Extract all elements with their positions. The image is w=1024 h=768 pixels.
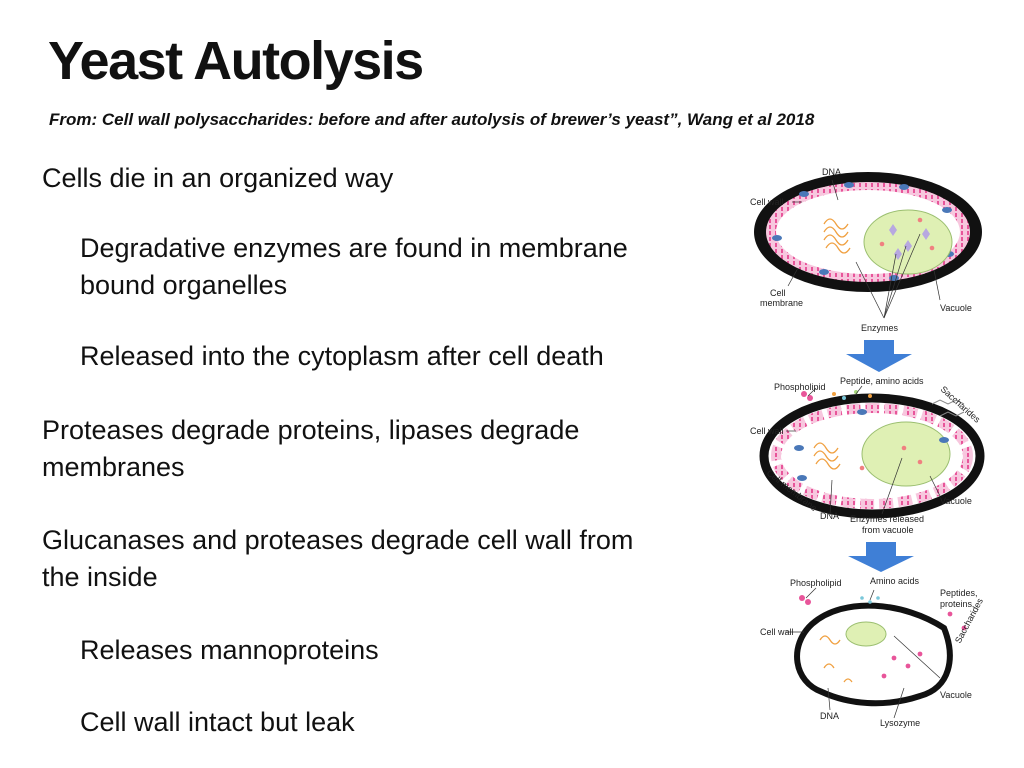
label-leaders-3 <box>786 587 941 719</box>
cell-wall-ghost <box>794 602 953 707</box>
label-membrane: membrane <box>760 298 803 308</box>
autolysing-cell-panel: Phospholipid Peptide, amino acids Saccha… <box>750 376 985 535</box>
label-peptide: Peptide, amino acids <box>840 376 924 386</box>
label-peptides: Peptides, <box>940 588 978 598</box>
label-vacuole-3: Vacuole <box>940 690 972 700</box>
label-proteins: proteins <box>940 599 973 609</box>
enzyme-stars <box>879 217 935 251</box>
bullet-1: Cells die in an organized way <box>42 160 393 197</box>
down-arrow-1 <box>846 340 912 372</box>
label-dna: DNA <box>822 167 841 177</box>
autolysed-cell-panel: Phospholipid Amino acids Peptides, prote… <box>760 576 985 728</box>
dna-coil-2 <box>813 442 841 470</box>
label-dna-2: DNA <box>820 511 839 521</box>
label-from-vacuole: from vacuole <box>862 525 914 535</box>
bullet-line: Degradative enzymes are found in membran… <box>80 233 628 263</box>
dna-coil <box>823 218 851 254</box>
vacuole-2 <box>861 421 951 487</box>
bullet-line: Released into the cytoplasm after cell d… <box>80 341 604 371</box>
label-lysozyme: Lysozyme <box>880 718 920 728</box>
membrane-proteins-2 <box>794 409 949 481</box>
label-vacuole: Vacuole <box>940 303 972 313</box>
label-cell-wall-3: Cell wall <box>760 627 794 637</box>
autolysis-diagram: DNA Cell wall Cell membrane Vacuole Enzy… <box>750 167 985 728</box>
label-enzymes-released: Enzymes released <box>850 514 924 524</box>
bullet-5: Glucanases and proteases degrade cell wa… <box>42 522 633 596</box>
bullet-7: Cell wall intact but leak <box>80 704 355 741</box>
label-phospholipid: Phospholipid <box>774 382 826 392</box>
bullet-line: Glucanases and proteases degrade cell wa… <box>42 525 634 555</box>
slide-subtitle: From: Cell wall polysaccharides: before … <box>49 110 815 129</box>
bullet-line: Proteases degrade proteins, lipases degr… <box>42 415 580 445</box>
enzyme-glyphs <box>889 224 930 260</box>
label-amino-acids: Amino acids <box>870 576 920 586</box>
label-cell-wall: Cell wall <box>750 197 784 207</box>
vacuole-3 <box>845 621 887 647</box>
bullet-4: Proteases degrade proteins, lipases degr… <box>42 412 579 486</box>
label-vacuole-2: Vacuole <box>940 496 972 506</box>
down-arrow-2 <box>848 542 914 572</box>
amino-acid-dots <box>860 596 880 604</box>
bullet-6: Releases mannoproteins <box>80 632 379 669</box>
label-cell: Cell <box>770 288 786 298</box>
membrane-broken <box>771 403 973 509</box>
bullet-2: Degradative enzymes are found in membran… <box>80 230 628 304</box>
enzymes-released <box>859 445 923 471</box>
slide-title: Yeast Autolysis <box>48 31 424 91</box>
label-cell-wall-2: Cell wall <box>750 426 784 436</box>
bullet-line: the inside <box>42 562 158 592</box>
bullet-line: Releases mannoproteins <box>80 635 379 665</box>
cell-wall-ring-2 <box>759 393 985 519</box>
membrane-proteins <box>772 182 954 281</box>
bullet-3: Released into the cytoplasm after cell d… <box>80 338 604 375</box>
label-leaders-1 <box>787 179 941 319</box>
label-dna-3: DNA <box>820 711 839 721</box>
label-phospholipid-3: Phospholipid <box>790 578 842 588</box>
label-leaders-2 <box>786 385 941 516</box>
leaked-molecules-3 <box>799 595 967 679</box>
bullet-line: bound organelles <box>80 270 288 300</box>
intact-cell-panel: DNA Cell wall Cell membrane Vacuole Enzy… <box>750 167 982 333</box>
dna-fragments <box>819 635 853 683</box>
bullet-line: membranes <box>42 452 185 482</box>
bullet-line: Cell wall intact but leak <box>80 707 355 737</box>
bullet-line: Cells die in an organized way <box>42 163 394 193</box>
label-enzymes: Enzymes <box>861 323 899 333</box>
